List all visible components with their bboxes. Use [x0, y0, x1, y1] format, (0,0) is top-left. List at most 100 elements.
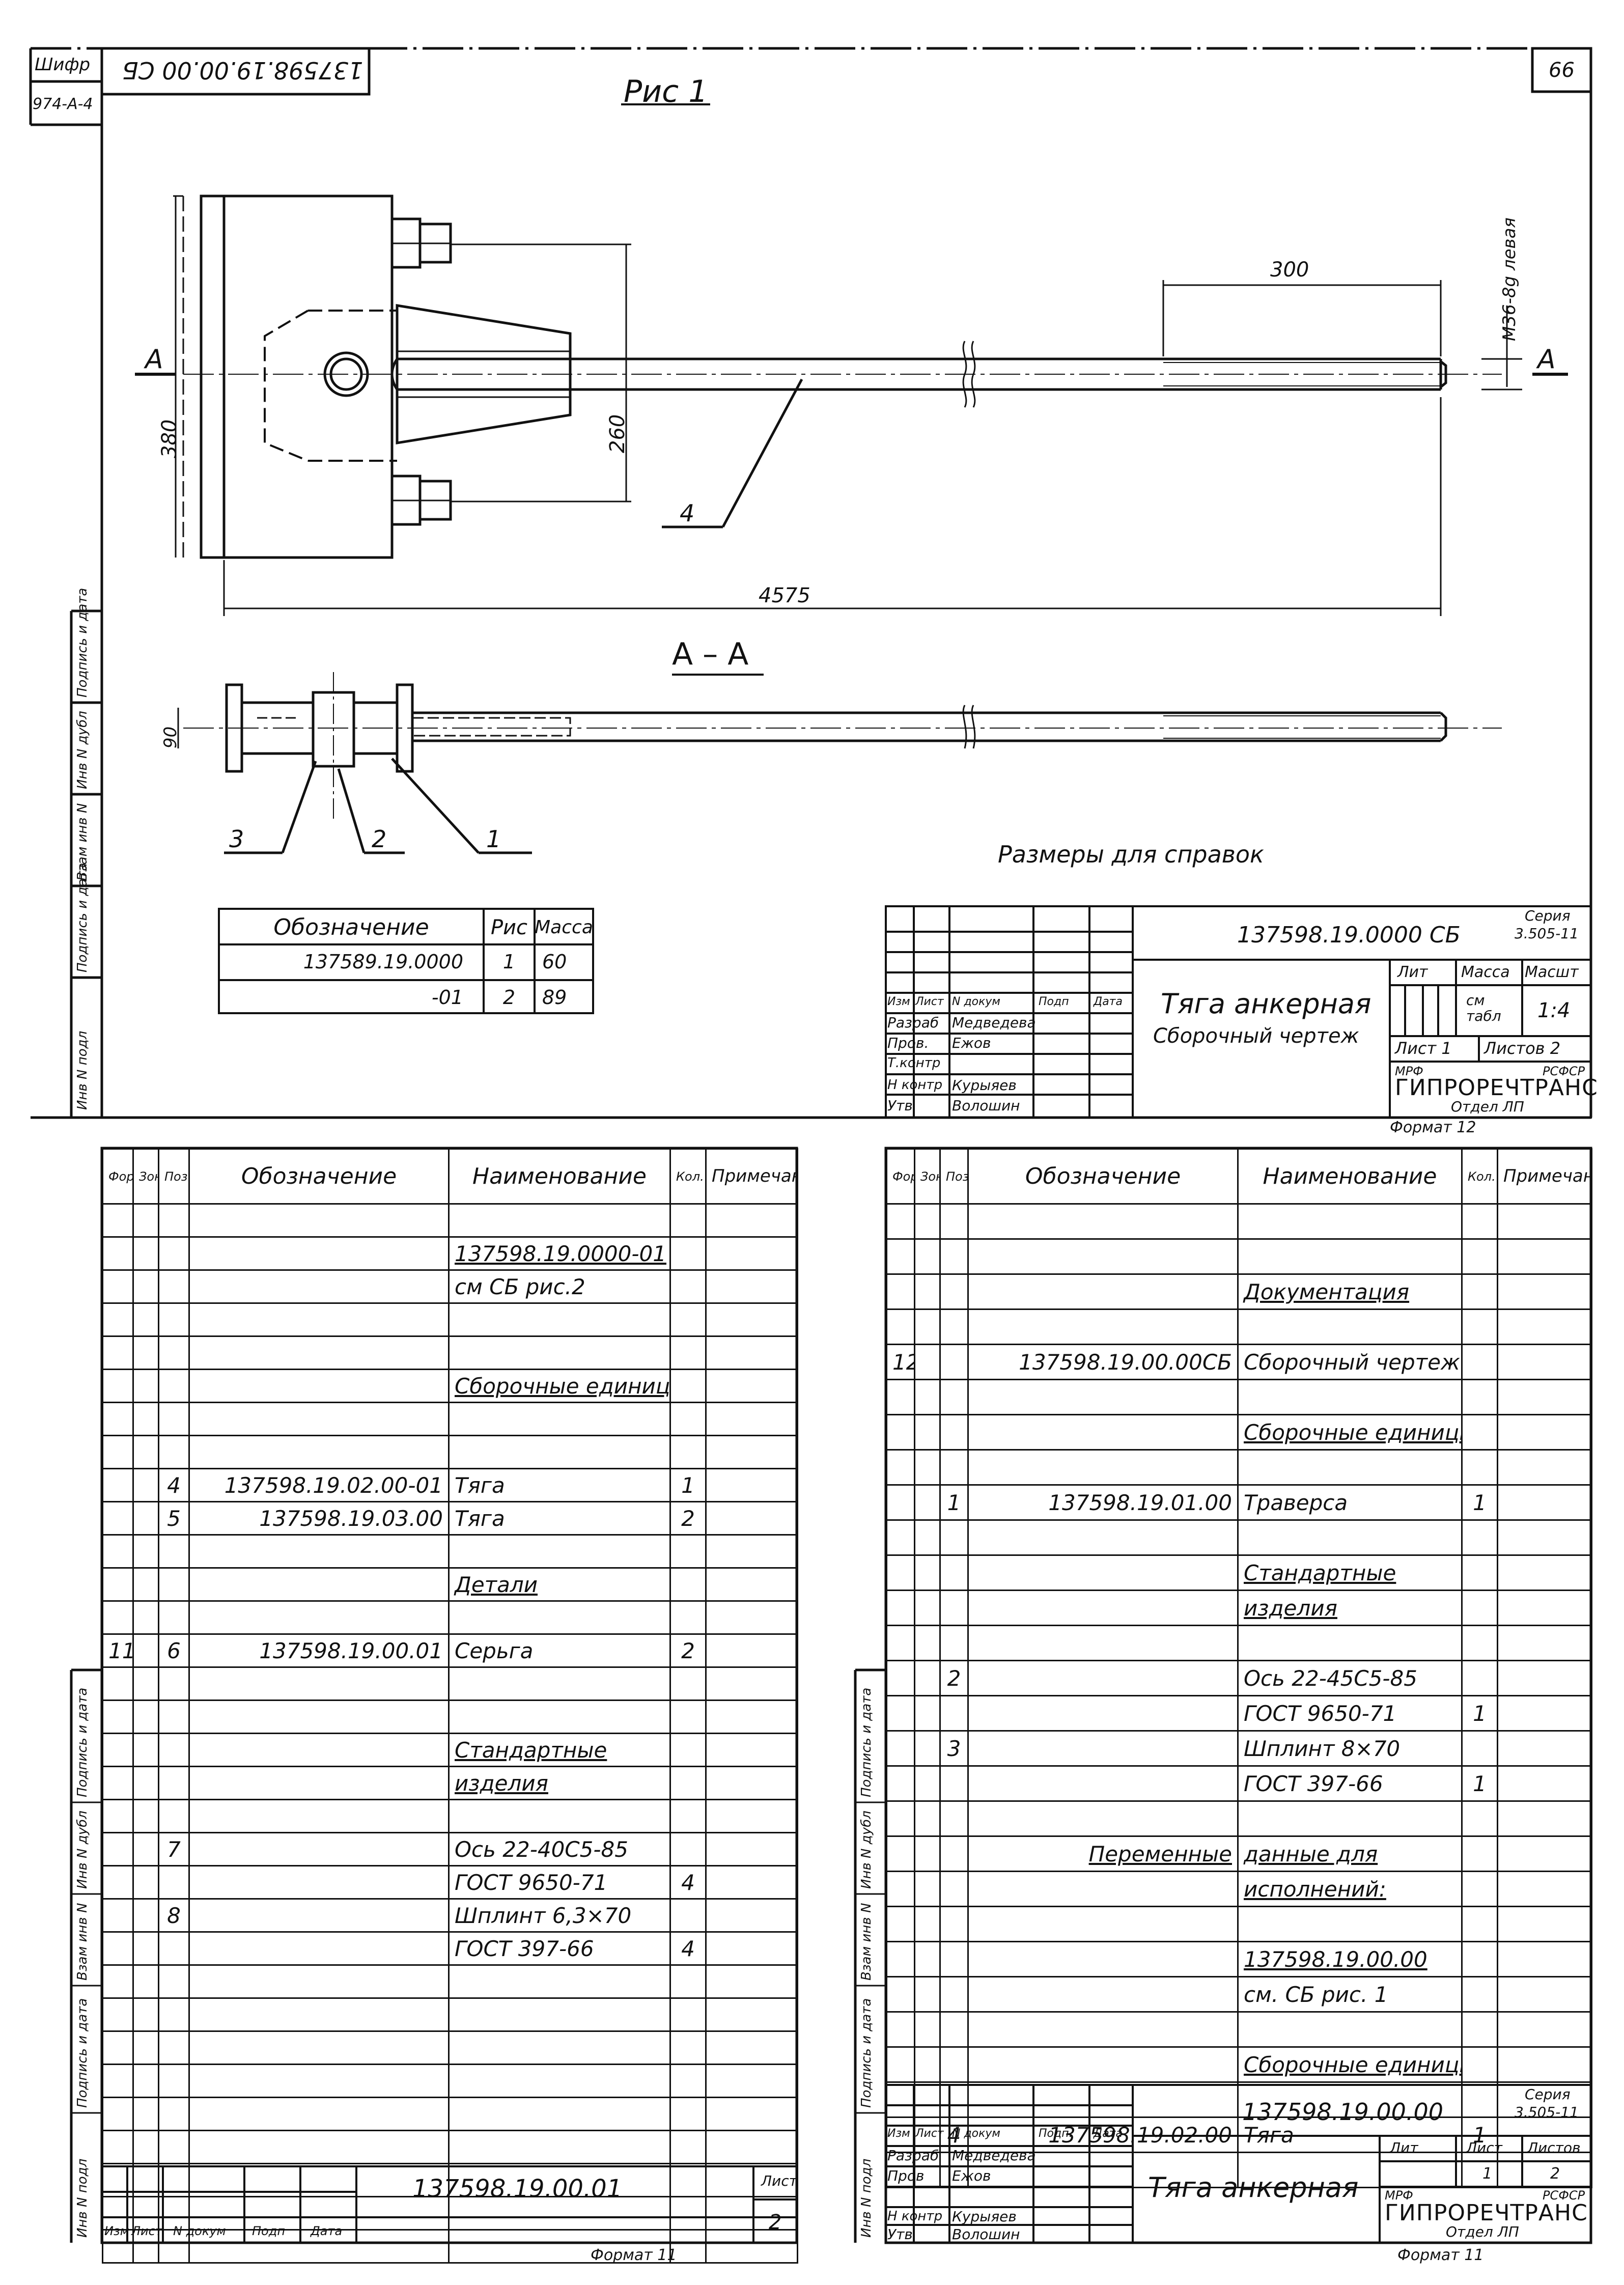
spec-cell: [939, 1238, 969, 1275]
tb-right-head-date: Дата: [1094, 2127, 1123, 2140]
spec-cell: [939, 1519, 969, 1556]
tb-top-mass-label: Масса: [1461, 963, 1510, 981]
spec-cell: [705, 2030, 798, 2065]
spec-row: [886, 1203, 1592, 1240]
spec-cell: [188, 1269, 450, 1304]
spec-cell: [886, 1976, 915, 2013]
spec-cell: [669, 1832, 707, 1866]
spec-cell: [102, 1567, 134, 1602]
variants-header-mass: Масса: [535, 917, 593, 938]
spec-cell: [886, 1660, 915, 1696]
spec-row: Сборочные единицы: [102, 1369, 798, 1403]
spec-cell: [1237, 1379, 1463, 1415]
spec-cell: [102, 1766, 134, 1800]
tb-top-mass-value: см табл: [1466, 992, 1501, 1024]
spec-cell: [914, 1308, 941, 1345]
spec-cell: [939, 1871, 969, 1907]
spec-left-head-zone: Зона: [132, 1148, 159, 1205]
spec-cell: [967, 2011, 1239, 2048]
spec-cell: [1497, 1695, 1592, 1732]
spec-cell: [188, 1435, 450, 1469]
spec-row: [102, 2030, 798, 2065]
position-1: 1: [486, 825, 501, 853]
spec-cell: [1497, 1660, 1592, 1696]
tb-right-name-main: Тяга анкерная: [1148, 2171, 1359, 2204]
spec-cell: [1497, 2046, 1592, 2083]
spec-cell: [939, 1308, 969, 1345]
spec-right-head-pos: Поз: [939, 1148, 969, 1205]
spec-cell: 137598.19.03.00: [188, 1501, 450, 1536]
tb-right-role-approve: Утв: [887, 2226, 913, 2243]
variants-row-1-designation: 137589.19.0000: [303, 951, 463, 973]
spec-cell: [448, 1335, 671, 1370]
spec-row: [102, 2229, 798, 2264]
dim-4575: 4575: [759, 584, 810, 607]
tb-top-role-developer: Разраб: [887, 1014, 939, 1031]
spec-cell: [705, 1633, 798, 1668]
spec-cell: [102, 1865, 134, 1900]
spec-row: исполнений:: [886, 1871, 1592, 1907]
spec-cell: [158, 2064, 190, 2098]
spec-cell: 1: [669, 1468, 707, 1502]
spec-cell: [188, 1832, 450, 1866]
spec-cell: [188, 1534, 450, 1569]
spec-cell: [967, 1308, 1239, 1345]
spec-cell: [102, 1733, 134, 1767]
spec-cell: [705, 1468, 798, 1502]
sheet-number: 66: [1549, 59, 1575, 82]
spec-left-footer-doc: N докум: [173, 2224, 226, 2238]
tb-top-head-sign: Подп: [1039, 995, 1069, 1008]
spec-cell: [669, 2097, 707, 2131]
spec-cell: [886, 1835, 915, 1872]
spec-cell: Сборочные единицы: [1237, 1414, 1463, 1451]
spec-cell: [705, 1699, 798, 1734]
spec-cell: [1461, 1976, 1498, 2013]
dim-300: 300: [1270, 258, 1309, 282]
spec-row: [886, 2011, 1592, 2048]
spec-left-head-name: Наименование: [448, 1148, 671, 1205]
spec-cell: 137598.19.00.00: [1237, 1941, 1463, 1977]
spec-cell: [158, 1964, 190, 1999]
spec-cell: [102, 1468, 134, 1502]
spec-row: Стандартные: [886, 1554, 1592, 1591]
spec-cell: [914, 1344, 941, 1380]
tb-top-sheet-label: Лист 1: [1395, 1039, 1452, 1058]
spec-cell: [158, 1534, 190, 1569]
spec-cell: [1461, 2081, 1498, 2118]
spec-row: Документация: [886, 1273, 1592, 1310]
tb-right-head-doc: N докум: [952, 2127, 1001, 2140]
spec-cell: [939, 1906, 969, 1942]
spec-cell: [914, 2011, 941, 2048]
spec-cell: [669, 1435, 707, 1469]
spec-cell: [669, 1567, 707, 1602]
spec-cell: [705, 1567, 798, 1602]
spec-cell: [1461, 1800, 1498, 1837]
tb-right-role-checker: Пров: [887, 2167, 925, 2184]
spec-cell: [669, 1799, 707, 1833]
tb-right-sheets-value: 2: [1550, 2165, 1560, 2183]
spec-cell: [1461, 2152, 1498, 2188]
spec-cell: [705, 1203, 798, 1238]
spec-cell: [1497, 1800, 1592, 1837]
spec-cell: [188, 2064, 450, 2098]
spec-cell: [939, 1203, 969, 1240]
spec-cell: [132, 1203, 159, 1238]
side-label-left-inv-orig: Инв N подл: [75, 2158, 90, 2238]
spec-left-footer-izm: Изм: [104, 2224, 129, 2238]
spec-cell: [705, 1534, 798, 1569]
spec-cell: [939, 1554, 969, 1591]
spec-cell: [669, 2030, 707, 2065]
spec-cell: [1497, 1625, 1592, 1661]
spec-cell: [1497, 1484, 1592, 1521]
spec-cell: изделия: [1237, 1590, 1463, 1626]
spec-cell: [132, 1402, 159, 1436]
spec-cell: Шплинт 6,3×70: [448, 1898, 671, 1933]
spec-cell: [132, 1236, 159, 1271]
spec-cell: [705, 1799, 798, 1833]
spec-cell: [132, 1435, 159, 1469]
spec-cell: [1237, 1203, 1463, 1240]
tb-right-name-approve: Волошин: [952, 2226, 1020, 2243]
spec-cell: [158, 1203, 190, 1238]
